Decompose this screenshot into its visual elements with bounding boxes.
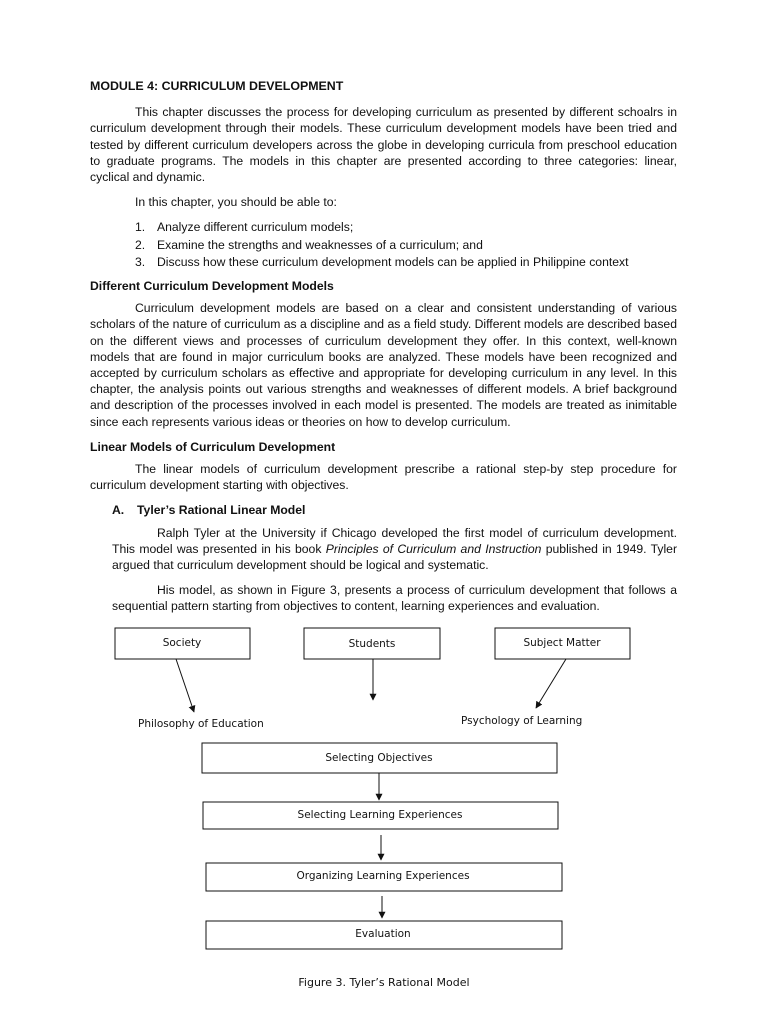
step-box (202, 801, 559, 830)
step-box (205, 862, 563, 892)
subsection-heading: A.Tyler’s Rational Linear Model (112, 503, 306, 518)
objectives-list: 1.Analyze different curriculum models; 2… (90, 219, 677, 270)
figure-caption: Figure 3. Tyler’s Rational Model (298, 976, 469, 989)
society-arrow (175, 658, 196, 713)
subject-matter-box (494, 627, 631, 660)
philosophy-label: Philosophy of Education (138, 718, 264, 730)
list-item: 3.Discuss how these curriculum developme… (135, 254, 629, 269)
tyler-paragraph-2: His model, as shown in Figure 3, present… (112, 583, 677, 614)
step-box (205, 920, 563, 950)
document-page: MODULE 4: CURRICULUM DEVELOPMENT This ch… (90, 78, 677, 624)
subsection-tyler: A.Tyler’s Rational Linear Model Ralph Ty… (112, 502, 677, 614)
students-label: Students (349, 638, 396, 650)
step-label: Evaluation (355, 928, 410, 940)
subject-matter-label: Subject Matter (523, 637, 601, 649)
list-item: 2.Examine the strengths and weaknesses o… (135, 237, 483, 252)
society-box (114, 627, 251, 660)
subject-matter-arrow (535, 658, 567, 709)
objectives-intro: In this chapter, you should be able to: (135, 195, 337, 210)
section-heading-models: Different Curriculum Development Models (90, 279, 334, 294)
students-box (303, 627, 441, 660)
module-title: MODULE 4: CURRICULUM DEVELOPMENT (90, 79, 344, 93)
step-label: Selecting Objectives (325, 752, 432, 764)
step-box (201, 742, 558, 774)
section-paragraph-linear: The linear models of curriculum developm… (90, 462, 677, 493)
list-item: 1.Analyze different curriculum models; (135, 220, 354, 235)
section-paragraph-models: Curriculum development models are based … (90, 301, 677, 429)
book-title: Principles of Curriculum and Instruction (325, 541, 542, 556)
psychology-label: Psychology of Learning (461, 715, 582, 727)
society-label: Society (163, 637, 202, 649)
step-label: Organizing Learning Experiences (296, 870, 469, 882)
section-heading-linear: Linear Models of Curriculum Development (90, 439, 336, 454)
intro-paragraph: This chapter discusses the process for d… (90, 105, 677, 185)
step-label: Selecting Learning Experiences (298, 809, 463, 821)
tyler-paragraph-1: Ralph Tyler at the University if Chicago… (112, 525, 678, 573)
